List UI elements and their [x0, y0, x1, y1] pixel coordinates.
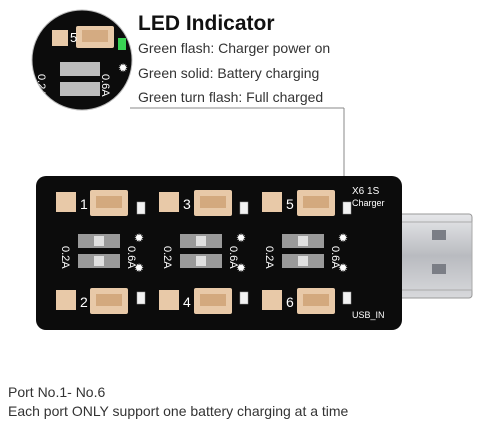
current-switches	[78, 234, 324, 268]
caption-port-range: Port No.1- No.6	[8, 384, 106, 400]
port-number-2: 2	[80, 294, 88, 310]
zoom-magnifier: 5 0.2A 0.6A ✹	[32, 10, 132, 110]
zoom-sun-icon: ✹	[118, 61, 128, 75]
led-line-charging: Green solid: Battery charging	[138, 65, 320, 81]
bottom-connectors	[56, 288, 335, 314]
zoom-switch-bottom	[60, 82, 100, 96]
usb-hole-top	[432, 230, 446, 240]
zoom-led	[118, 38, 126, 50]
port-number-1: 1	[80, 196, 88, 212]
current-label-high-2: 0.6A	[227, 246, 239, 269]
current-label-high-3: 0.6A	[329, 246, 341, 269]
caption-port-note: Each port ONLY support one battery charg…	[8, 403, 349, 419]
charger-board-illustration: 5 0.2A 0.6A ✹	[31, 9, 473, 330]
svg-text:✹: ✹	[236, 231, 246, 245]
led-line-power-on: Green flash: Charger power on	[138, 40, 331, 56]
led-indicator-title: LED Indicator	[138, 12, 275, 35]
port-number-6: 6	[286, 294, 294, 310]
model-label: X6 1S	[352, 186, 380, 197]
current-label-low-3: 0.2A	[263, 246, 275, 269]
usb-in-label: USB_IN	[352, 310, 385, 320]
svg-text:✹: ✹	[236, 261, 246, 275]
led-indicators	[136, 201, 352, 305]
sun-icons: ✹ ✹ ✹ ✹ ✹ ✹	[134, 231, 348, 275]
port-number-4: 4	[183, 294, 191, 310]
zoom-small-connector	[52, 30, 68, 46]
current-label-low-2: 0.2A	[161, 246, 173, 269]
zoom-current-high: 0.6A	[99, 74, 111, 97]
port-number-5: 5	[286, 196, 294, 212]
port-number-3: 3	[183, 196, 191, 212]
top-connectors	[56, 190, 335, 216]
current-label-low-1: 0.2A	[59, 246, 71, 269]
charger-label: Charger	[352, 198, 385, 208]
zoom-port-number: 5	[70, 30, 77, 45]
svg-text:✹: ✹	[134, 231, 144, 245]
svg-text:✹: ✹	[134, 261, 144, 275]
zoom-switch-top	[60, 62, 100, 76]
svg-text:✹: ✹	[338, 231, 348, 245]
usb-hole-bottom	[432, 264, 446, 274]
current-label-high-1: 0.6A	[125, 246, 137, 269]
svg-text:✹: ✹	[338, 261, 348, 275]
led-line-full: Green turn flash: Full charged	[138, 89, 324, 105]
